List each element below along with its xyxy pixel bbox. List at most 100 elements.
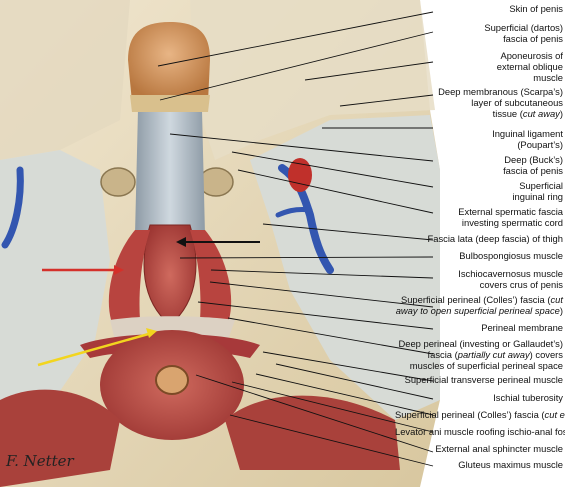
label-line: fascia (partially cut away) covers — [395, 349, 563, 360]
label-text: layer of subcutaneous — [471, 97, 563, 108]
label-line: External anal sphincter muscle — [395, 443, 563, 454]
label-perineal-membrane: Perineal membrane — [395, 322, 563, 333]
label-text: ) — [559, 108, 563, 119]
left-gluteus — [0, 389, 120, 487]
penile-skin-cuff — [128, 22, 210, 102]
label-line: Deep perineal (investing or Gallaudet’s) — [395, 338, 563, 349]
right-artery — [288, 158, 312, 192]
label-text: External spermatic fascia — [458, 206, 563, 217]
aponeurosis-region-left — [0, 0, 130, 160]
label-line: investing spermatic cord — [395, 217, 563, 228]
label-superficial-perineal-colles-cut: Superficial perineal (Colles’) fascia (c… — [395, 294, 563, 316]
label-text: cut away — [522, 108, 560, 119]
label-line: External spermatic fascia — [395, 206, 563, 217]
leader-lines — [157, 11, 434, 467]
label-line: Superficial perineal (Colles’) fascia (c… — [395, 409, 565, 420]
label-text: ) covers — [529, 349, 563, 360]
label-text: Gluteus maximus muscle — [458, 459, 563, 470]
label-line: Levator ani muscle roofing ischio-anal f… — [395, 426, 565, 437]
label-text: covers crus of penis — [479, 279, 563, 290]
label-text: Superficial perineal (Colles’) fascia ( — [400, 294, 551, 305]
label-text: Superficial perineal (Colles’) fascia ( — [395, 409, 545, 420]
label-deep-perineal-fascia: Deep perineal (investing or Gallaudet’s)… — [395, 338, 563, 371]
label-line: Deep (Buck’s) — [395, 154, 563, 165]
label-text: Ischiocavernosus muscle — [458, 268, 563, 279]
label-text: Ischial tuberosity — [493, 392, 563, 403]
label-text: (Poupart’s) — [517, 139, 563, 150]
yellow-arrow-head — [146, 328, 157, 338]
label-line: Deep membranous (Scarpa’s) — [395, 86, 563, 97]
left-thigh-fascia — [0, 150, 110, 430]
label-line: fascia of penis — [395, 33, 563, 44]
right-spermatic-cord — [198, 167, 234, 197]
right-vein-branch — [275, 207, 313, 218]
label-line: inguinal ring — [395, 191, 563, 202]
red-arrow-head — [114, 265, 124, 275]
label-text: Superficial (dartos) — [484, 22, 563, 33]
label-text: Deep perineal (investing or Gallaudet’s) — [398, 338, 563, 349]
label-text: Deep membranous (Scarpa’s) — [438, 86, 563, 97]
black-arrow-head — [176, 237, 186, 247]
label-text: fascia ( — [427, 349, 458, 360]
label-line: Ischial tuberosity — [395, 392, 563, 403]
label-text: Levator ani muscle roofing ischio-anal f… — [395, 426, 565, 437]
yellow-arrow — [37, 331, 153, 367]
label-superficial-transverse-perineal: Superficial transverse perineal muscle — [395, 374, 563, 385]
label-levator-ani-muscle: Levator ani muscle roofing ischio-anal f… — [395, 426, 565, 437]
label-text: Skin of penis — [509, 3, 563, 14]
label-line: Ischiocavernosus muscle — [395, 268, 563, 279]
artist-signature: F. Netter — [6, 452, 74, 470]
label-text: External anal sphincter muscle — [435, 443, 563, 454]
label-line: Perineal membrane — [395, 322, 563, 333]
label-line: Skin of penis — [395, 3, 563, 14]
label-text: muscles of superficial perineal space — [409, 360, 563, 371]
label-line: covers crus of penis — [395, 279, 563, 290]
label-line: muscle — [395, 72, 563, 83]
label-text: fascia of penis — [503, 165, 563, 176]
label-text: tissue ( — [492, 108, 523, 119]
penile-shaft — [135, 110, 205, 235]
left-ischiocavernosus — [108, 230, 150, 335]
label-text: Bulbospongiosus muscle — [459, 250, 563, 261]
anus — [155, 365, 189, 395]
left-spermatic-cord — [100, 167, 136, 197]
label-text: Fascia lata (deep fascia) of thigh — [427, 233, 564, 244]
label-line: muscles of superficial perineal space — [395, 360, 563, 371]
label-line: Superficial transverse perineal muscle — [395, 374, 563, 385]
label-bulbospongiosus-muscle: Bulbospongiosus muscle — [395, 250, 563, 261]
label-text: Superficial transverse perineal muscle — [404, 374, 563, 385]
right-gluteus — [225, 395, 400, 470]
label-text: away to open superficial perineal space — [395, 305, 560, 316]
label-line: tissue (cut away) — [395, 108, 563, 119]
label-line: Superficial perineal (Colles’) fascia (c… — [395, 294, 563, 305]
label-ischial-tuberosity: Ischial tuberosity — [395, 392, 563, 403]
label-inguinal-ligament: Inguinal ligament(Poupart’s) — [395, 128, 563, 150]
label-deep-bucks-fascia: Deep (Buck’s)fascia of penis — [395, 154, 563, 176]
label-text: fascia of penis — [503, 33, 563, 44]
label-text: partially cut away — [457, 349, 530, 360]
aponeurosis-region — [190, 0, 435, 160]
label-line: Gluteus maximus muscle — [395, 459, 563, 470]
label-line: external oblique — [395, 61, 563, 72]
label-text: Inguinal ligament — [492, 128, 563, 139]
label-line: (Poupart’s) — [395, 139, 563, 150]
label-text: Perineal membrane — [481, 322, 563, 333]
label-text: cut edge — [544, 409, 565, 420]
label-text: Aponeurosis of — [500, 50, 563, 61]
label-deep-membranous-layer: Deep membranous (Scarpa’s)layer of subcu… — [395, 86, 563, 119]
label-line: Superficial — [395, 180, 563, 191]
label-text: Superficial — [519, 180, 563, 191]
label-text: cut — [550, 294, 563, 305]
dartos-band — [130, 95, 210, 112]
label-line: Aponeurosis of — [395, 50, 563, 61]
label-line: Bulbospongiosus muscle — [395, 250, 563, 261]
perineal-membrane-shape — [110, 316, 235, 340]
label-line: away to open superficial perineal space) — [395, 305, 563, 316]
label-superficial-perineal-colles-edge: Superficial perineal (Colles’) fascia (c… — [395, 409, 565, 420]
label-text: muscle — [533, 72, 563, 83]
label-text: external oblique — [496, 61, 563, 72]
label-line: Fascia lata (deep fascia) of thigh — [395, 233, 564, 244]
